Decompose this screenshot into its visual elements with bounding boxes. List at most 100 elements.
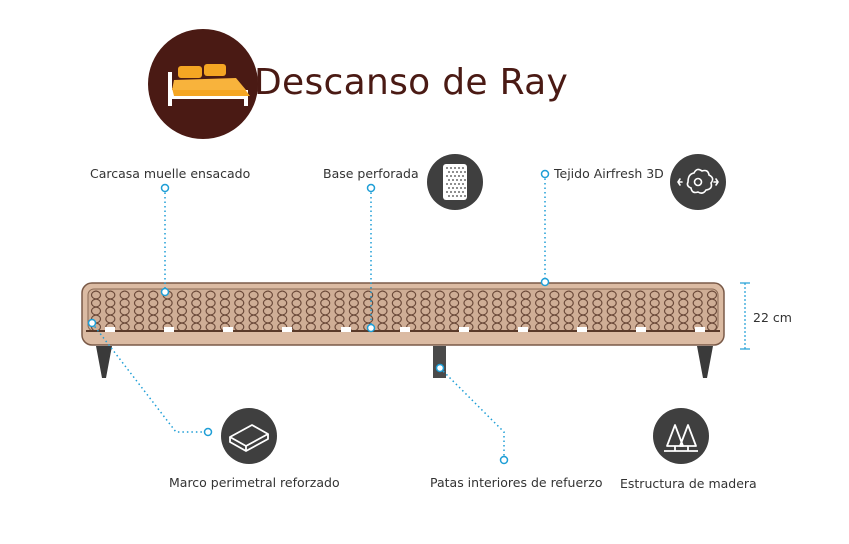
slat [518, 327, 528, 332]
spring-coil [425, 290, 431, 332]
spring-coil [563, 290, 569, 332]
spring-coil [133, 290, 140, 332]
perforation-dot [450, 167, 452, 169]
brand-name: Descanso de Ray [254, 62, 569, 103]
perforation-dot [458, 175, 460, 177]
perforation-dot [464, 187, 466, 189]
spring-coil [95, 290, 102, 332]
perforation-dot [454, 191, 456, 193]
perforation-dot [460, 195, 462, 197]
spring-coil [654, 290, 660, 332]
leg-left [96, 346, 112, 378]
spring-coil [277, 290, 283, 332]
spring-coil [239, 290, 245, 332]
spring-coil [391, 290, 397, 332]
callout-dot [160, 287, 170, 297]
spring-coil [138, 290, 145, 332]
spring-coil [248, 290, 254, 332]
perforation-dot [446, 191, 448, 193]
spring-coil [511, 290, 517, 332]
spring-coil [262, 290, 269, 332]
spring-coil [453, 290, 460, 332]
spring-coil [625, 290, 632, 332]
spring-coil [148, 290, 154, 332]
perforation-dot [462, 191, 464, 193]
spring-coil [339, 290, 345, 332]
spring-coil [267, 290, 273, 332]
callout-dot [499, 455, 509, 465]
spring-coil [353, 290, 359, 332]
spring-coil [668, 290, 675, 332]
slat [459, 327, 469, 332]
spring-coil [296, 290, 302, 332]
slat [105, 327, 115, 332]
perforation-dot [454, 175, 456, 177]
spring-coil [224, 290, 231, 332]
spring-coil [706, 290, 713, 332]
spring-coil [635, 290, 641, 332]
spring-coil [535, 290, 541, 332]
slat [164, 327, 174, 332]
perforation-dot [450, 175, 452, 177]
frame-board-icon [221, 408, 277, 464]
callout-line-legs [439, 367, 505, 460]
perforation-dot [450, 183, 452, 185]
spring-coil [520, 290, 526, 332]
spring-coil [90, 290, 97, 332]
perforation-dot [448, 195, 450, 197]
spring-coil [191, 290, 197, 332]
spring-coil [119, 290, 125, 332]
perforation-dot [458, 167, 460, 169]
spring-coil [449, 290, 455, 332]
perforation-dot [462, 167, 464, 169]
callout-dot [366, 183, 376, 193]
callout-dot [366, 323, 376, 333]
spring-coil [406, 290, 412, 332]
airfresh-fabric-icon [670, 154, 726, 210]
slat [636, 327, 646, 332]
callout-dot [203, 427, 213, 437]
spring-coil [363, 290, 369, 332]
spring-coil [334, 290, 340, 332]
perforation-dot [464, 195, 466, 197]
callout-dot [540, 169, 550, 179]
bed-base [81, 282, 725, 346]
spring-coil [196, 290, 202, 332]
pocket-springs [90, 290, 718, 332]
spring-coil [678, 290, 684, 332]
spring-coil [549, 290, 555, 332]
spring-coil [382, 290, 388, 332]
label-reinforced-frame: Marco perimetral reforzado [169, 475, 340, 490]
label-airfresh-fabric: Tejido Airfresh 3D [554, 166, 664, 181]
label-inner-legs: Patas interiores de refuerzo [430, 475, 603, 490]
spring-coil [325, 290, 331, 332]
spring-coil [420, 290, 426, 332]
perforation-dot [452, 195, 454, 197]
spring-coil [649, 290, 655, 332]
perforation-dot [448, 179, 450, 181]
spring-coil [697, 290, 703, 332]
perforated-base-icon [427, 154, 483, 210]
spring-coil [153, 290, 159, 332]
spring-coil [592, 290, 598, 332]
callout-dot [435, 363, 445, 373]
spring-coil [711, 290, 718, 332]
callout-dot [87, 318, 97, 328]
spring-coil [305, 290, 312, 332]
spring-coil [411, 290, 417, 332]
slat [400, 327, 410, 332]
spring-coil [554, 290, 560, 332]
spring-coil [683, 290, 689, 332]
spring-coil [110, 290, 116, 332]
label-wood-structure: Estructura de madera [620, 476, 757, 491]
spring-coil [611, 290, 617, 332]
perforation-dot [456, 179, 458, 181]
spring-coil [396, 290, 402, 332]
perforation-dot [454, 167, 456, 169]
perforation-dot [446, 167, 448, 169]
perforation-dot [460, 171, 462, 173]
spring-coil [377, 290, 383, 332]
perforation-dot [458, 183, 460, 185]
spring-coil [477, 290, 483, 332]
